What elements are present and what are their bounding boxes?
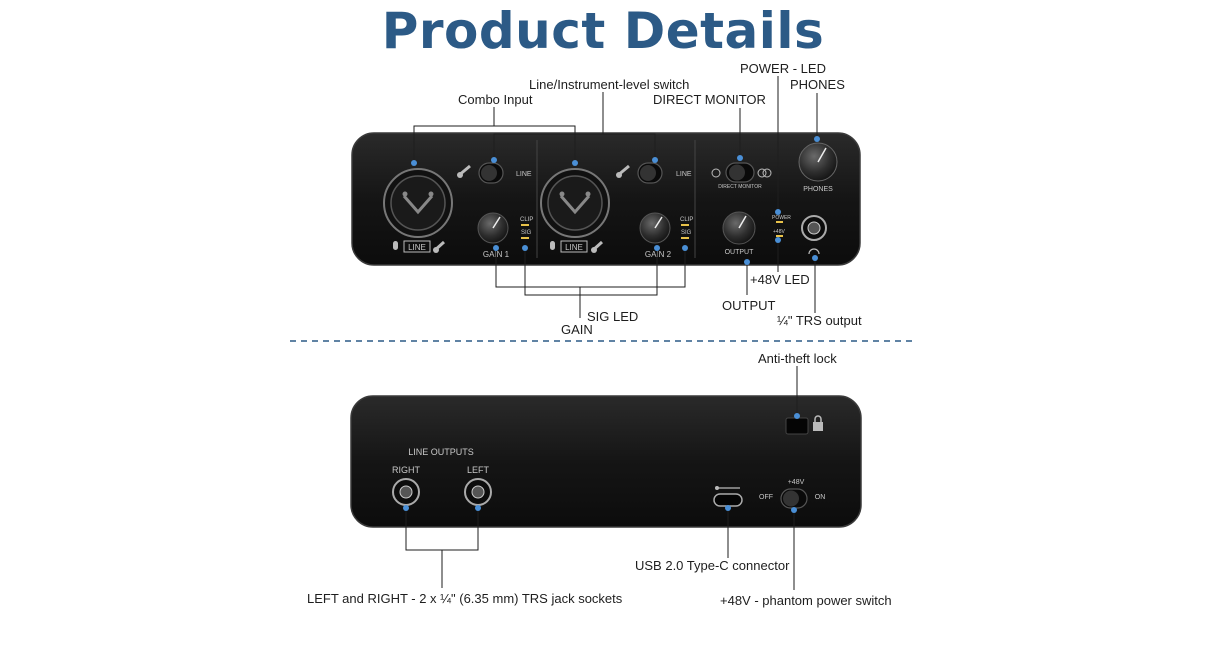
front-panel: LINE LINE LINE LINE GAIN 1 GAIN 2 CLIP S… — [351, 132, 861, 266]
rear-callout-dots — [403, 413, 800, 513]
usb-icon — [715, 486, 740, 490]
combo-input-2-jack — [540, 168, 610, 238]
guitar-icon — [457, 164, 471, 178]
trs-sockets-callout: LEFT and RIGHT - 2 x ¼" (6.35 mm) TRS ja… — [307, 591, 623, 606]
line-label-1: LINE — [408, 243, 426, 252]
off-label: OFF — [759, 494, 773, 501]
gain-callout: GAIN — [561, 322, 593, 337]
combo-input-1-jack — [383, 168, 453, 238]
gain-2-label: GAIN 2 — [645, 250, 672, 259]
mic-icon — [393, 241, 398, 250]
power-led-callout: POWER - LED — [740, 61, 826, 76]
front-callout-dots — [411, 136, 820, 265]
v48-led-callout: +48V LED — [750, 272, 810, 287]
mic-icon — [550, 241, 555, 250]
rear-callout-lines — [405, 366, 798, 590]
lock-icon — [813, 415, 823, 431]
v48-led — [776, 235, 783, 237]
power-label: POWER — [772, 215, 791, 221]
trs-output-callout: ¼" TRS output — [777, 313, 862, 328]
usb-c-port — [713, 493, 743, 507]
switch-line-label-2: LINE — [676, 171, 692, 178]
line-label-2: LINE — [565, 243, 583, 252]
phantom-switch-callout: +48V - phantom power switch — [720, 593, 892, 608]
front-callout-lines — [413, 76, 818, 318]
clip-label-2: CLIP — [680, 217, 693, 223]
anti-theft-slot — [785, 417, 809, 435]
v48-led-label: +48V — [773, 229, 785, 235]
usb-callout: USB 2.0 Type-C connector — [635, 558, 790, 573]
sig-label-2: SIG — [681, 230, 692, 236]
phones-callout: PHONES — [790, 77, 845, 92]
sig-label-1: SIG — [521, 230, 532, 236]
clip-led-2 — [681, 224, 689, 226]
line-outputs-label: LINE OUTPUTS — [408, 447, 474, 457]
on-label: ON — [815, 494, 826, 501]
clip-label-1: CLIP — [520, 217, 533, 223]
sig-led-callout: SIG LED — [587, 309, 639, 324]
sig-led-1 — [521, 237, 529, 239]
direct-monitor-label: DIRECT MONITOR — [718, 184, 762, 190]
phantom-v48-label: +48V — [788, 479, 805, 486]
output-label: OUTPUT — [725, 249, 755, 256]
direct-monitor-callout: DIRECT MONITOR — [653, 92, 766, 107]
headphones-icon — [808, 248, 820, 255]
page-title: Product Details — [381, 2, 825, 60]
guitar-icon — [432, 240, 446, 253]
right-label: RIGHT — [392, 465, 421, 475]
line-instrument-switch-callout: Line/Instrument-level switch — [529, 77, 690, 92]
rear-panel: LINE OUTPUTS RIGHT LEFT +48V OFF ON — [350, 395, 862, 528]
output-callout: OUTPUT — [722, 298, 776, 313]
left-label: LEFT — [467, 465, 490, 475]
sig-led-2 — [681, 237, 689, 239]
phones-label: PHONES — [803, 186, 833, 193]
guitar-icon — [590, 240, 604, 253]
switch-line-label-1: LINE — [516, 171, 532, 178]
power-led — [776, 221, 783, 223]
combo-input-callout: Combo Input — [458, 92, 533, 107]
guitar-icon — [616, 164, 630, 178]
anti-theft-callout: Anti-theft lock — [758, 351, 837, 366]
clip-led-1 — [521, 224, 529, 226]
